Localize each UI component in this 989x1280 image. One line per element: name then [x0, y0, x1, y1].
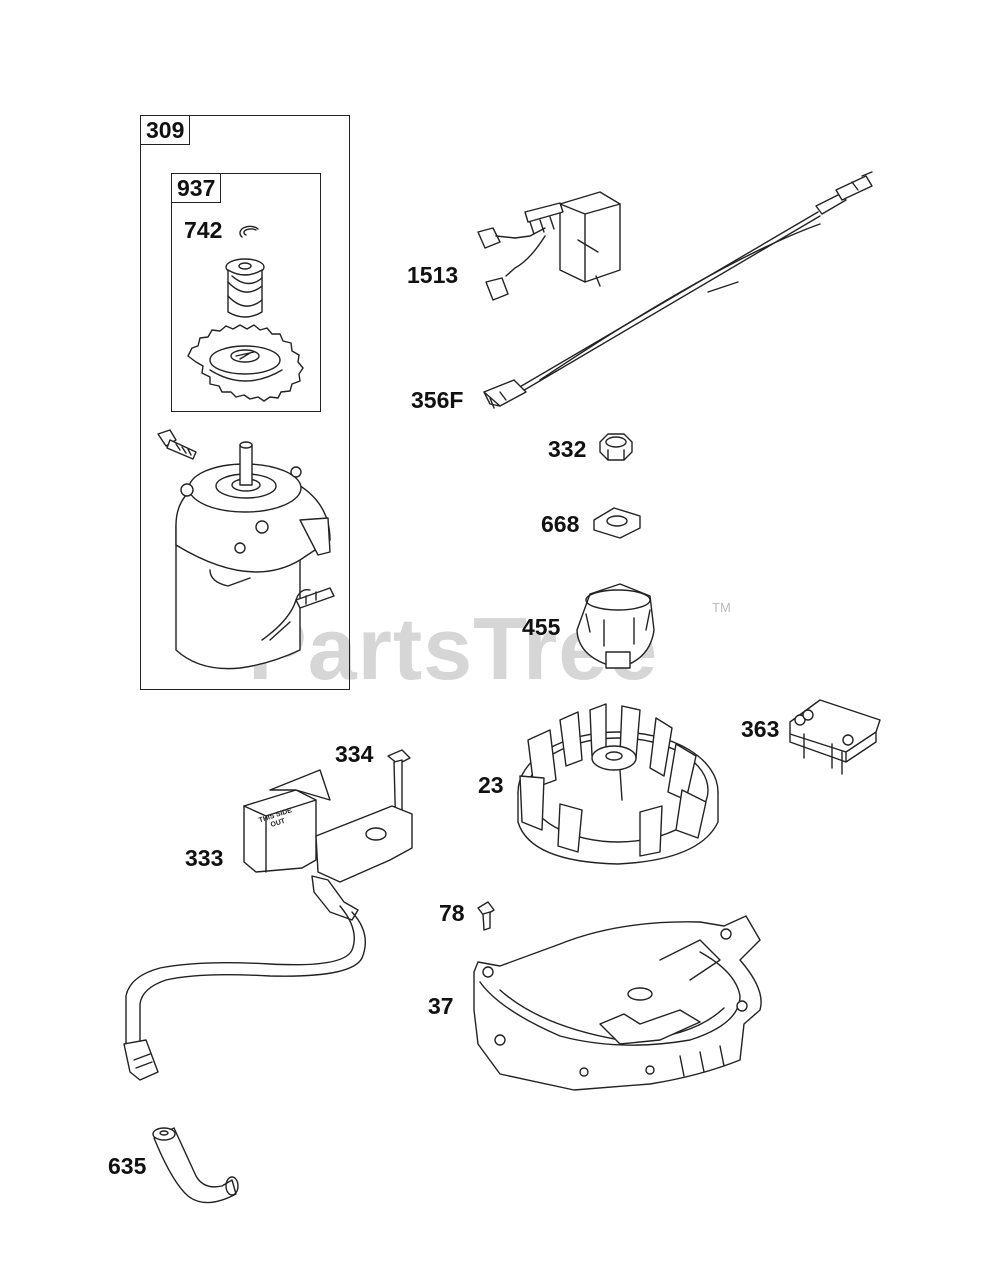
part-668-washer-shape[interactable] [593, 507, 641, 539]
part-label-332[interactable]: 332 [548, 436, 587, 462]
group-937-frame [171, 173, 321, 412]
part-363-bracket-shape[interactable] [789, 699, 881, 775]
part-1513-module-shape[interactable] [477, 191, 621, 301]
part-309-starter-motor-shape[interactable] [175, 441, 335, 670]
part-label-23[interactable]: 23 [478, 772, 504, 798]
group-309-frame [140, 115, 350, 690]
part-label-742[interactable]: 742 [184, 217, 223, 243]
watermark-trademark: TM [712, 600, 731, 615]
part-78-bolt-shape[interactable] [477, 901, 495, 931]
part-37-blower-housing-shape[interactable] [473, 915, 762, 1091]
part-label-363[interactable]: 363 [741, 716, 780, 742]
part-937-gear-shape[interactable] [187, 324, 304, 402]
part-742-retaining-ring-shape[interactable] [239, 225, 259, 238]
part-333-ignition-coil-shape[interactable] [123, 769, 413, 1081]
part-937-drive-shape[interactable] [225, 258, 265, 318]
part-label-635[interactable]: 635 [108, 1153, 147, 1179]
part-455-cup-shape[interactable] [576, 583, 655, 669]
part-label-668[interactable]: 668 [541, 511, 580, 537]
part-332-nut-shape[interactable] [599, 433, 633, 461]
group-309-label: 309 [140, 115, 191, 145]
part-label-334[interactable]: 334 [335, 741, 374, 767]
part-label-78[interactable]: 78 [439, 900, 465, 926]
part-309-bolt-shape[interactable] [157, 429, 197, 460]
part-label-333[interactable]: 333 [185, 845, 224, 871]
group-937-label: 937 [171, 173, 222, 203]
part-23-flywheel-shape[interactable] [517, 703, 719, 865]
part-label-1513[interactable]: 1513 [407, 262, 459, 288]
part-356F-wire-shape[interactable] [483, 171, 873, 409]
part-label-356F[interactable]: 356F [411, 387, 464, 413]
part-label-455[interactable]: 455 [522, 614, 561, 640]
part-label-37[interactable]: 37 [428, 993, 454, 1019]
part-635-boot-shape[interactable] [152, 1127, 239, 1204]
